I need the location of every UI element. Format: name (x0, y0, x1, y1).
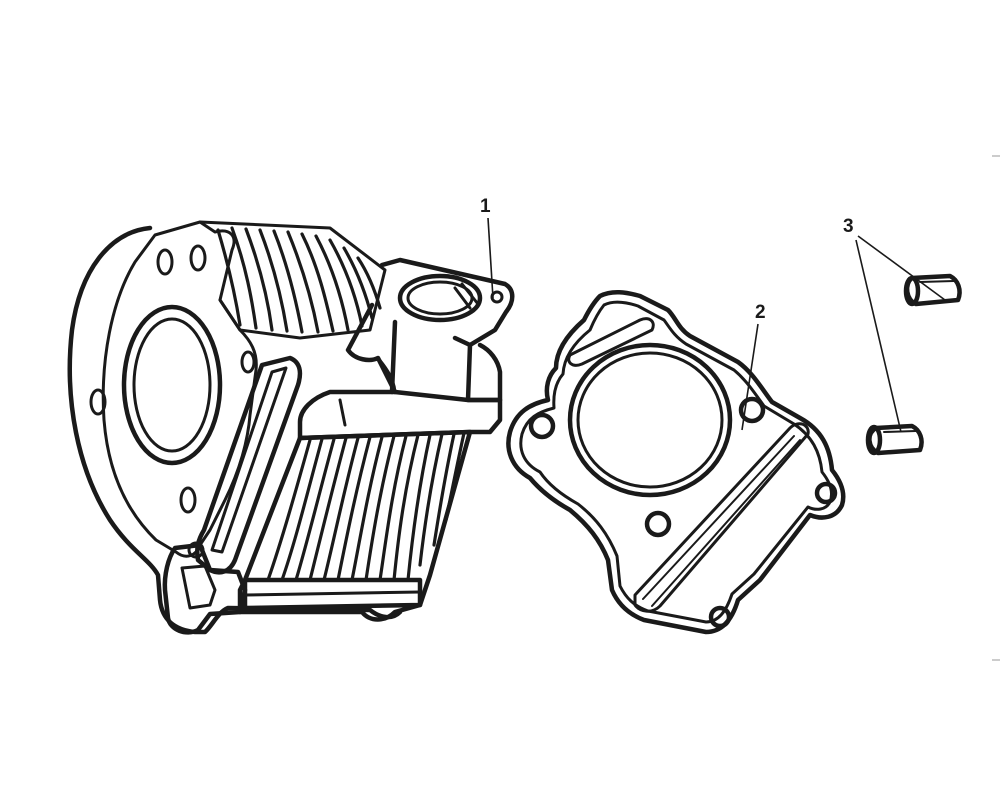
cylinder-block (67, 220, 515, 635)
lower-cooling-fins (266, 431, 466, 582)
flange-bolt-hole (89, 388, 107, 416)
upper-cooling-fins (216, 226, 382, 334)
cylinder-head-gasket (506, 290, 846, 635)
callout-3: 3 (843, 216, 946, 433)
spine-inner-edge (210, 366, 288, 554)
base-plate-lip (243, 590, 422, 597)
flange-bolt-hole (189, 244, 207, 272)
cylinder-bore-inner (132, 317, 212, 453)
cylinder-head-flange (67, 225, 403, 635)
intake-port (345, 257, 515, 403)
callout-leader-3b (855, 239, 902, 433)
cylinder-bore (121, 304, 223, 466)
flange-bolt-hole (156, 248, 174, 276)
callout-1: 1 (480, 196, 494, 299)
callout-label-1: 1 (480, 196, 491, 217)
upper-fin-block (198, 220, 387, 340)
flange-bolt-hole (240, 350, 256, 374)
cylinder-lower-bracket (162, 542, 248, 635)
gasket-bolt-hole (738, 396, 766, 424)
flange-bolt-hole (179, 486, 197, 514)
callout-leader-3a (857, 235, 946, 301)
gasket-bore (567, 342, 733, 498)
gasket-bolt-hole (644, 510, 672, 538)
bracket-bolt-hole (187, 541, 205, 559)
gasket-slot-bead (642, 435, 801, 607)
gasket-bolt-hole (528, 412, 556, 440)
bracket-inner-edge (180, 564, 217, 610)
callout-label-2: 2 (755, 302, 766, 323)
cylinder-base-plate (237, 577, 423, 622)
gasket-outline (506, 290, 846, 635)
dowel-pin-upper (903, 273, 962, 307)
gasket-chain-slot-bottom (633, 422, 810, 613)
callout-leader-2 (741, 323, 759, 431)
gasket-bolt-hole (814, 481, 838, 505)
collar-edge (338, 398, 347, 427)
callout-2: 2 (741, 302, 766, 431)
gasket-bolt-hole (708, 605, 732, 629)
gasket-bore-bead (576, 351, 724, 489)
callout-label-3: 3 (843, 216, 854, 237)
cylinder-mid-collar (297, 389, 503, 441)
dowel-pin-lower (865, 423, 924, 456)
callout-leader-1 (487, 217, 494, 299)
cylinder-front-spine (195, 355, 303, 575)
gasket-chain-slot-top (567, 317, 655, 367)
